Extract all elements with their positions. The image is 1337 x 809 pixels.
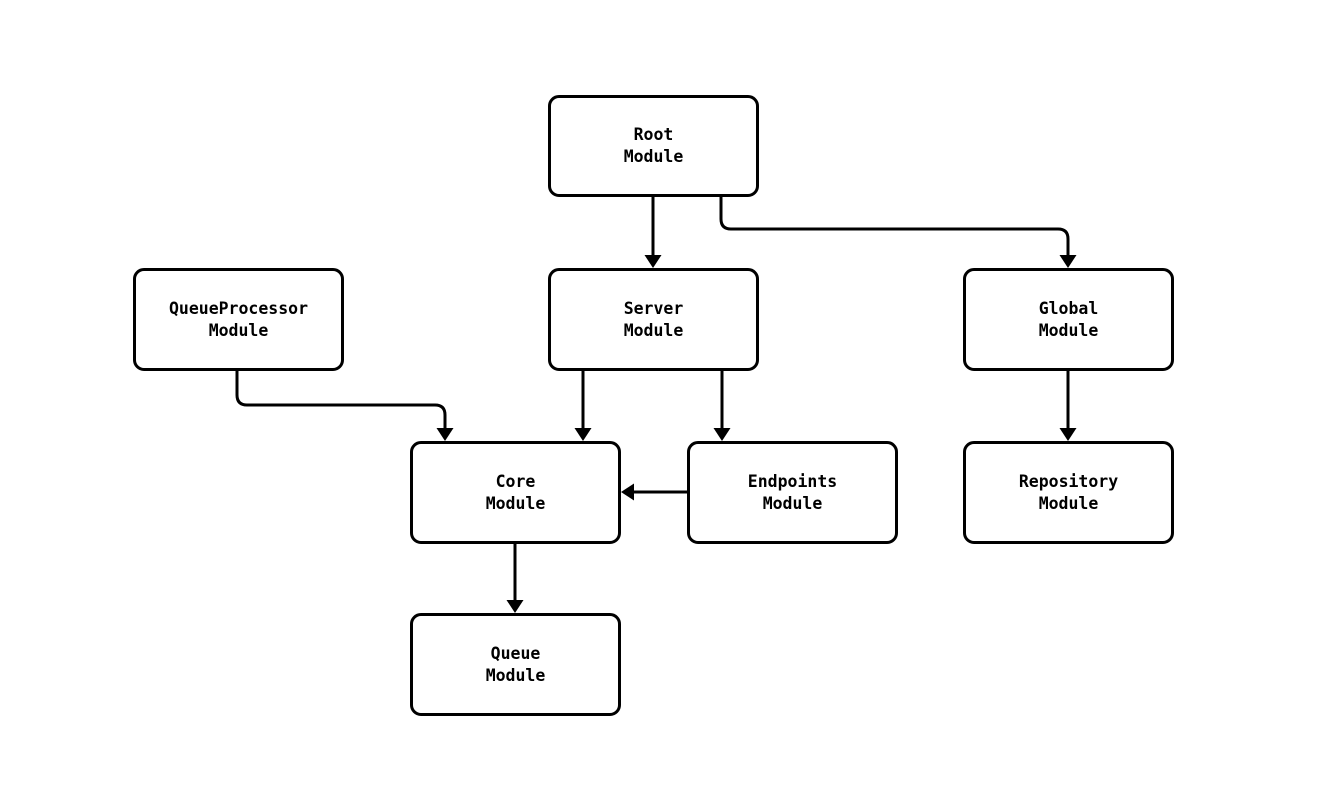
node-root-module-label-line1: Root <box>633 125 674 144</box>
node-root-module-label-line2: Module <box>623 147 684 166</box>
node-repository-module[interactable]: Repository Module <box>963 441 1174 544</box>
node-server-module-label-line2: Module <box>623 320 684 340</box>
node-core-module-label-line2: Module <box>485 493 546 513</box>
node-endpoints-module-label-line2: Module <box>762 493 823 513</box>
node-endpoints-module-label-line1: Endpoints <box>747 471 838 491</box>
node-server-module[interactable]: Server Module <box>548 268 759 371</box>
node-repository-module-label-line2: Module <box>1038 493 1099 513</box>
arrowhead-queueprocessor-core <box>436 428 454 441</box>
node-queue-module-label-line2: Module <box>485 665 546 685</box>
arrowhead-server-endpoints <box>713 428 731 441</box>
node-global-module[interactable]: Global Module <box>963 268 1174 371</box>
node-queue-module-label-line1: Queue <box>490 643 541 663</box>
node-queue-module[interactable]: Queue Module <box>410 613 621 716</box>
node-core-module-label-line1: Core <box>495 471 536 491</box>
arrowhead-root-server <box>644 255 662 268</box>
arrowhead-global-repository <box>1059 428 1077 441</box>
node-queueprocessor-module-label-line1: QueueProcessor <box>168 298 309 318</box>
edge-queueprocessor-core <box>235 371 447 429</box>
node-global-module-label-line2: Module <box>1038 320 1099 340</box>
node-root-module[interactable]: Root Module <box>548 95 759 197</box>
node-repository-module-label-line1: Repository <box>1018 471 1119 491</box>
arrowhead-server-core <box>574 428 592 441</box>
arrowhead-root-global <box>1059 255 1077 268</box>
node-queueprocessor-module[interactable]: QueueProcessor Module <box>133 268 344 371</box>
node-server-module-label-line1: Server <box>623 298 684 318</box>
node-endpoints-module[interactable]: Endpoints Module <box>687 441 898 544</box>
edge-root-global <box>719 197 1070 256</box>
node-global-module-label-line1: Global <box>1038 298 1099 318</box>
arrowhead-endpoints-core <box>621 483 634 501</box>
node-queueprocessor-module-label-line2: Module <box>208 320 269 340</box>
arrowhead-core-queue <box>506 600 524 613</box>
node-core-module[interactable]: Core Module <box>410 441 621 544</box>
